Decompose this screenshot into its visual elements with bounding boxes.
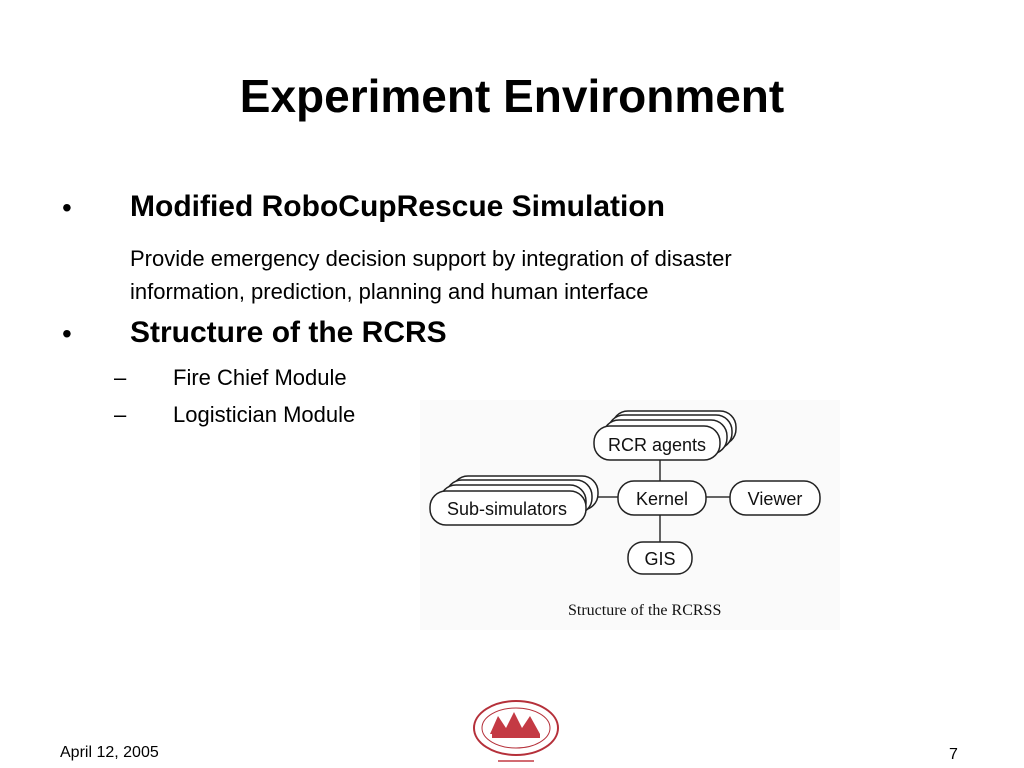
node-viewer-label: Viewer — [748, 489, 803, 509]
node-gis-label: GIS — [644, 549, 675, 569]
bullet-1-body-line-1: Provide emergency decision support by in… — [130, 246, 732, 271]
node-sub-simulators: Sub-simulators — [429, 475, 599, 526]
bullet-2-heading: Structure of the RCRS — [130, 316, 447, 349]
page-number: 7 — [949, 746, 958, 763]
node-rcr-agents-label: RCR agents — [608, 435, 706, 455]
slide-title: Experiment Environment — [239, 70, 785, 122]
subitem-1-label: Fire Chief Module — [173, 365, 347, 390]
node-kernel-label: Kernel — [636, 489, 688, 509]
node-gis: GIS — [627, 541, 693, 575]
bullet-1-symbol: • — [62, 192, 72, 223]
footer-date: April 12, 2005 — [60, 744, 159, 761]
subitem-1-dash: – — [114, 365, 127, 390]
subitem-2-label: Logistician Module — [173, 402, 356, 427]
rcrs-structure-diagram: RCR agents Sub-simulators Kernel Viewer … — [420, 400, 840, 630]
node-viewer: Viewer — [729, 480, 821, 516]
bullet-1-body: Provide emergency decision support by in… — [130, 242, 732, 308]
bullet-1-heading: Modified RoboCupRescue Simulation — [130, 190, 666, 223]
node-rcr-agents: RCR agents — [593, 410, 737, 461]
node-kernel: Kernel — [617, 480, 707, 516]
bullet-1-body-line-2: information, prediction, planning and hu… — [130, 279, 649, 304]
bullet-2-symbol: • — [62, 318, 72, 349]
node-sub-simulators-label: Sub-simulators — [447, 499, 567, 519]
university-logo — [473, 700, 559, 762]
diagram-caption: Structure of the RCRSS — [568, 602, 722, 619]
subitem-2-dash: – — [114, 402, 127, 427]
